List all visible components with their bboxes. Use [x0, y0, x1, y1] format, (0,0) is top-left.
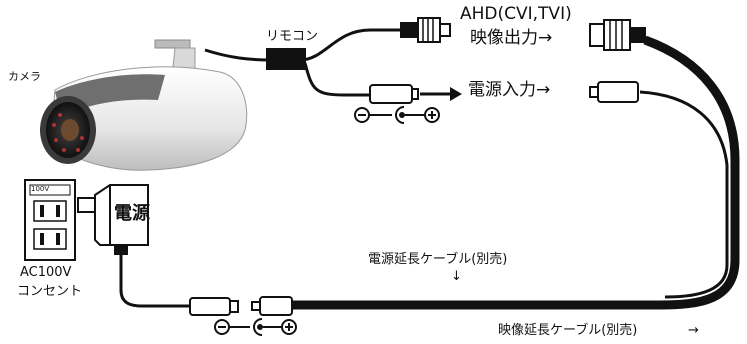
dc-plug-icon [189, 297, 239, 316]
video-extension-cable [290, 35, 740, 310]
video-extension-label: 映像延長ケーブル(別売) [498, 323, 638, 338]
video-extension-arrow: → [688, 323, 699, 338]
outlet-icon [24, 179, 76, 261]
ahd-output-label-2: 映像出力→ [470, 28, 553, 48]
polarity-symbol-top [354, 106, 440, 124]
power-extension-label: 電源延長ケーブル(別売) [368, 252, 508, 267]
adapter-cable [119, 255, 190, 308]
power-input-cable [639, 90, 729, 299]
polarity-symbol-bottom [214, 318, 297, 336]
outlet-rating-label: 100V [31, 185, 50, 193]
bnc-connector-icon [589, 19, 646, 51]
power-branch-cable [303, 62, 378, 97]
camera-label: カメラ [8, 70, 41, 83]
remote-label: リモコン [266, 29, 319, 44]
ahd-output-label-1: AHD(CVI,TVI) [460, 4, 572, 24]
adapter-label: 電源 [114, 203, 150, 224]
remote-box [266, 48, 306, 70]
power-extension-arrow: ↓ [451, 269, 462, 284]
outlet-label-2: コンセント [17, 284, 83, 299]
dc-plug-icon [369, 84, 419, 104]
dc-plug-icon [589, 81, 639, 103]
dc-plug-icon [251, 296, 293, 316]
camera-icon [40, 39, 248, 171]
power-input-arrow [420, 87, 462, 101]
power-adapter-icon [77, 184, 149, 255]
power-input-label: 電源入力→ [468, 80, 551, 100]
outlet-label-1: AC100V [20, 265, 72, 280]
bnc-connector-icon [400, 17, 451, 43]
